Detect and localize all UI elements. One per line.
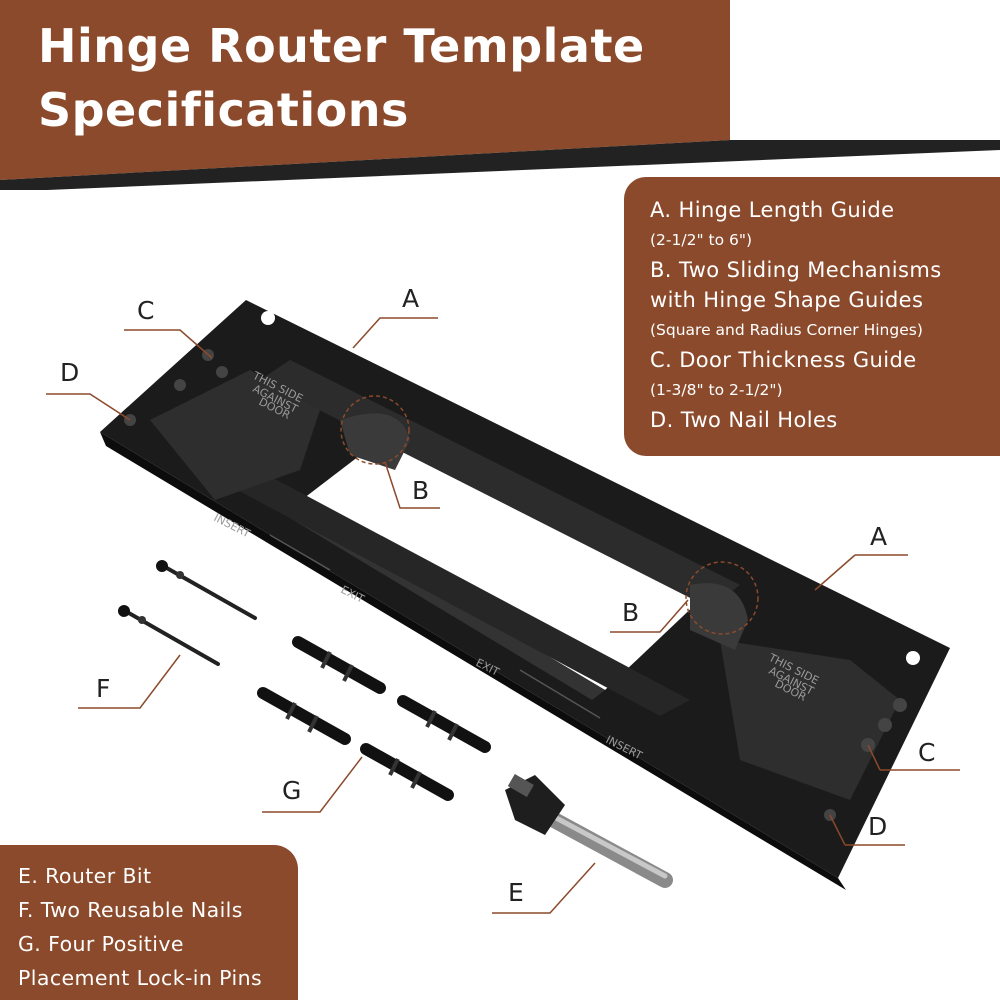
leader-c-right [867, 744, 881, 771]
lock-in-pin [397, 695, 491, 753]
callout-a-top: A [402, 284, 420, 313]
left-slider-block [150, 370, 320, 500]
leader-g [262, 756, 363, 813]
leader-e [492, 862, 596, 914]
thickness-dot [174, 379, 186, 391]
leader-b-left [384, 461, 440, 509]
nail-hole-top [261, 311, 275, 325]
spec-g-label-2: Placement Lock-in Pins [18, 966, 263, 990]
callout-e: E [508, 878, 524, 907]
spec-box-left: E. Router Bit F. Two Reusable Nails G. F… [0, 845, 298, 1000]
lock-in-pin [257, 687, 351, 745]
thickness-dot [878, 718, 892, 732]
callout-c-right: C [918, 738, 936, 767]
spec-a-label: A. Hinge Length Guide [650, 198, 895, 222]
callout-d-right: D [868, 812, 888, 841]
highlight-circle-b-left [340, 395, 410, 465]
leader-d-right [829, 814, 846, 846]
spec-g-label-1: G. Four Positive [18, 932, 184, 956]
nail-lower [118, 605, 220, 666]
spec-b-label-2: with Hinge Shape Guides [650, 288, 924, 312]
lock-in-pin [360, 743, 454, 801]
left-radius-guide [340, 413, 410, 470]
router-bit [505, 773, 673, 888]
callout-b-right: B [622, 598, 640, 627]
nail-upper [156, 560, 257, 620]
insert-arrow [269, 534, 331, 571]
spec-b-note: (Square and Radius Corner Hinges) [650, 321, 923, 339]
leader-b-right [610, 599, 689, 633]
spec-e-label: E. Router Bit [18, 864, 152, 888]
callout-g: G [282, 776, 302, 805]
callout-b-left: B [412, 476, 430, 505]
right-slider-block [720, 640, 900, 800]
callout-c-top: C [137, 296, 155, 325]
page-title: Hinge Router Template Specifications [38, 14, 738, 142]
template-center-window [295, 440, 700, 690]
title-banner-fill [0, 0, 730, 180]
leader-f [78, 654, 181, 709]
callout-d-left: D [60, 358, 80, 387]
right-radius-guide [690, 583, 748, 650]
callout-a-right: A [870, 522, 888, 551]
nail-hole-bottom [906, 651, 920, 665]
spec-d-label: D. Two Nail Holes [650, 408, 838, 432]
spec-b-label-1: B. Two Sliding Mechanisms [650, 258, 942, 282]
spec-f-label: F. Two Reusable Nails [18, 898, 243, 922]
template-front-edge [100, 432, 846, 890]
exit-arrow [519, 669, 601, 719]
thickness-dot [893, 698, 907, 712]
spec-a-range: (2-1/2" to 6") [650, 231, 753, 249]
callout-leaders [46, 317, 960, 914]
title-line-1: Hinge Router Template [38, 19, 645, 73]
spec-box-right: A. Hinge Length Guide (2-1/2" to 6") B. … [624, 177, 1000, 456]
leader-a-top [352, 317, 438, 349]
title-line-2: Specifications [38, 83, 409, 137]
callout-f: F [96, 674, 111, 703]
highlight-circle-b-right [685, 561, 759, 635]
leader-d-left [46, 393, 131, 421]
title-banner-shadow [0, 140, 1000, 190]
template-lower-rail [200, 455, 690, 716]
lock-in-pin [292, 636, 386, 694]
title-banner [0, 0, 1000, 190]
leader-a-right [814, 554, 856, 591]
spec-c-range: (1-3/8" to 2-1/2") [650, 381, 783, 399]
leader-c-top [124, 329, 213, 359]
thickness-dot [216, 366, 228, 378]
spec-c-label: C. Door Thickness Guide [650, 348, 917, 372]
